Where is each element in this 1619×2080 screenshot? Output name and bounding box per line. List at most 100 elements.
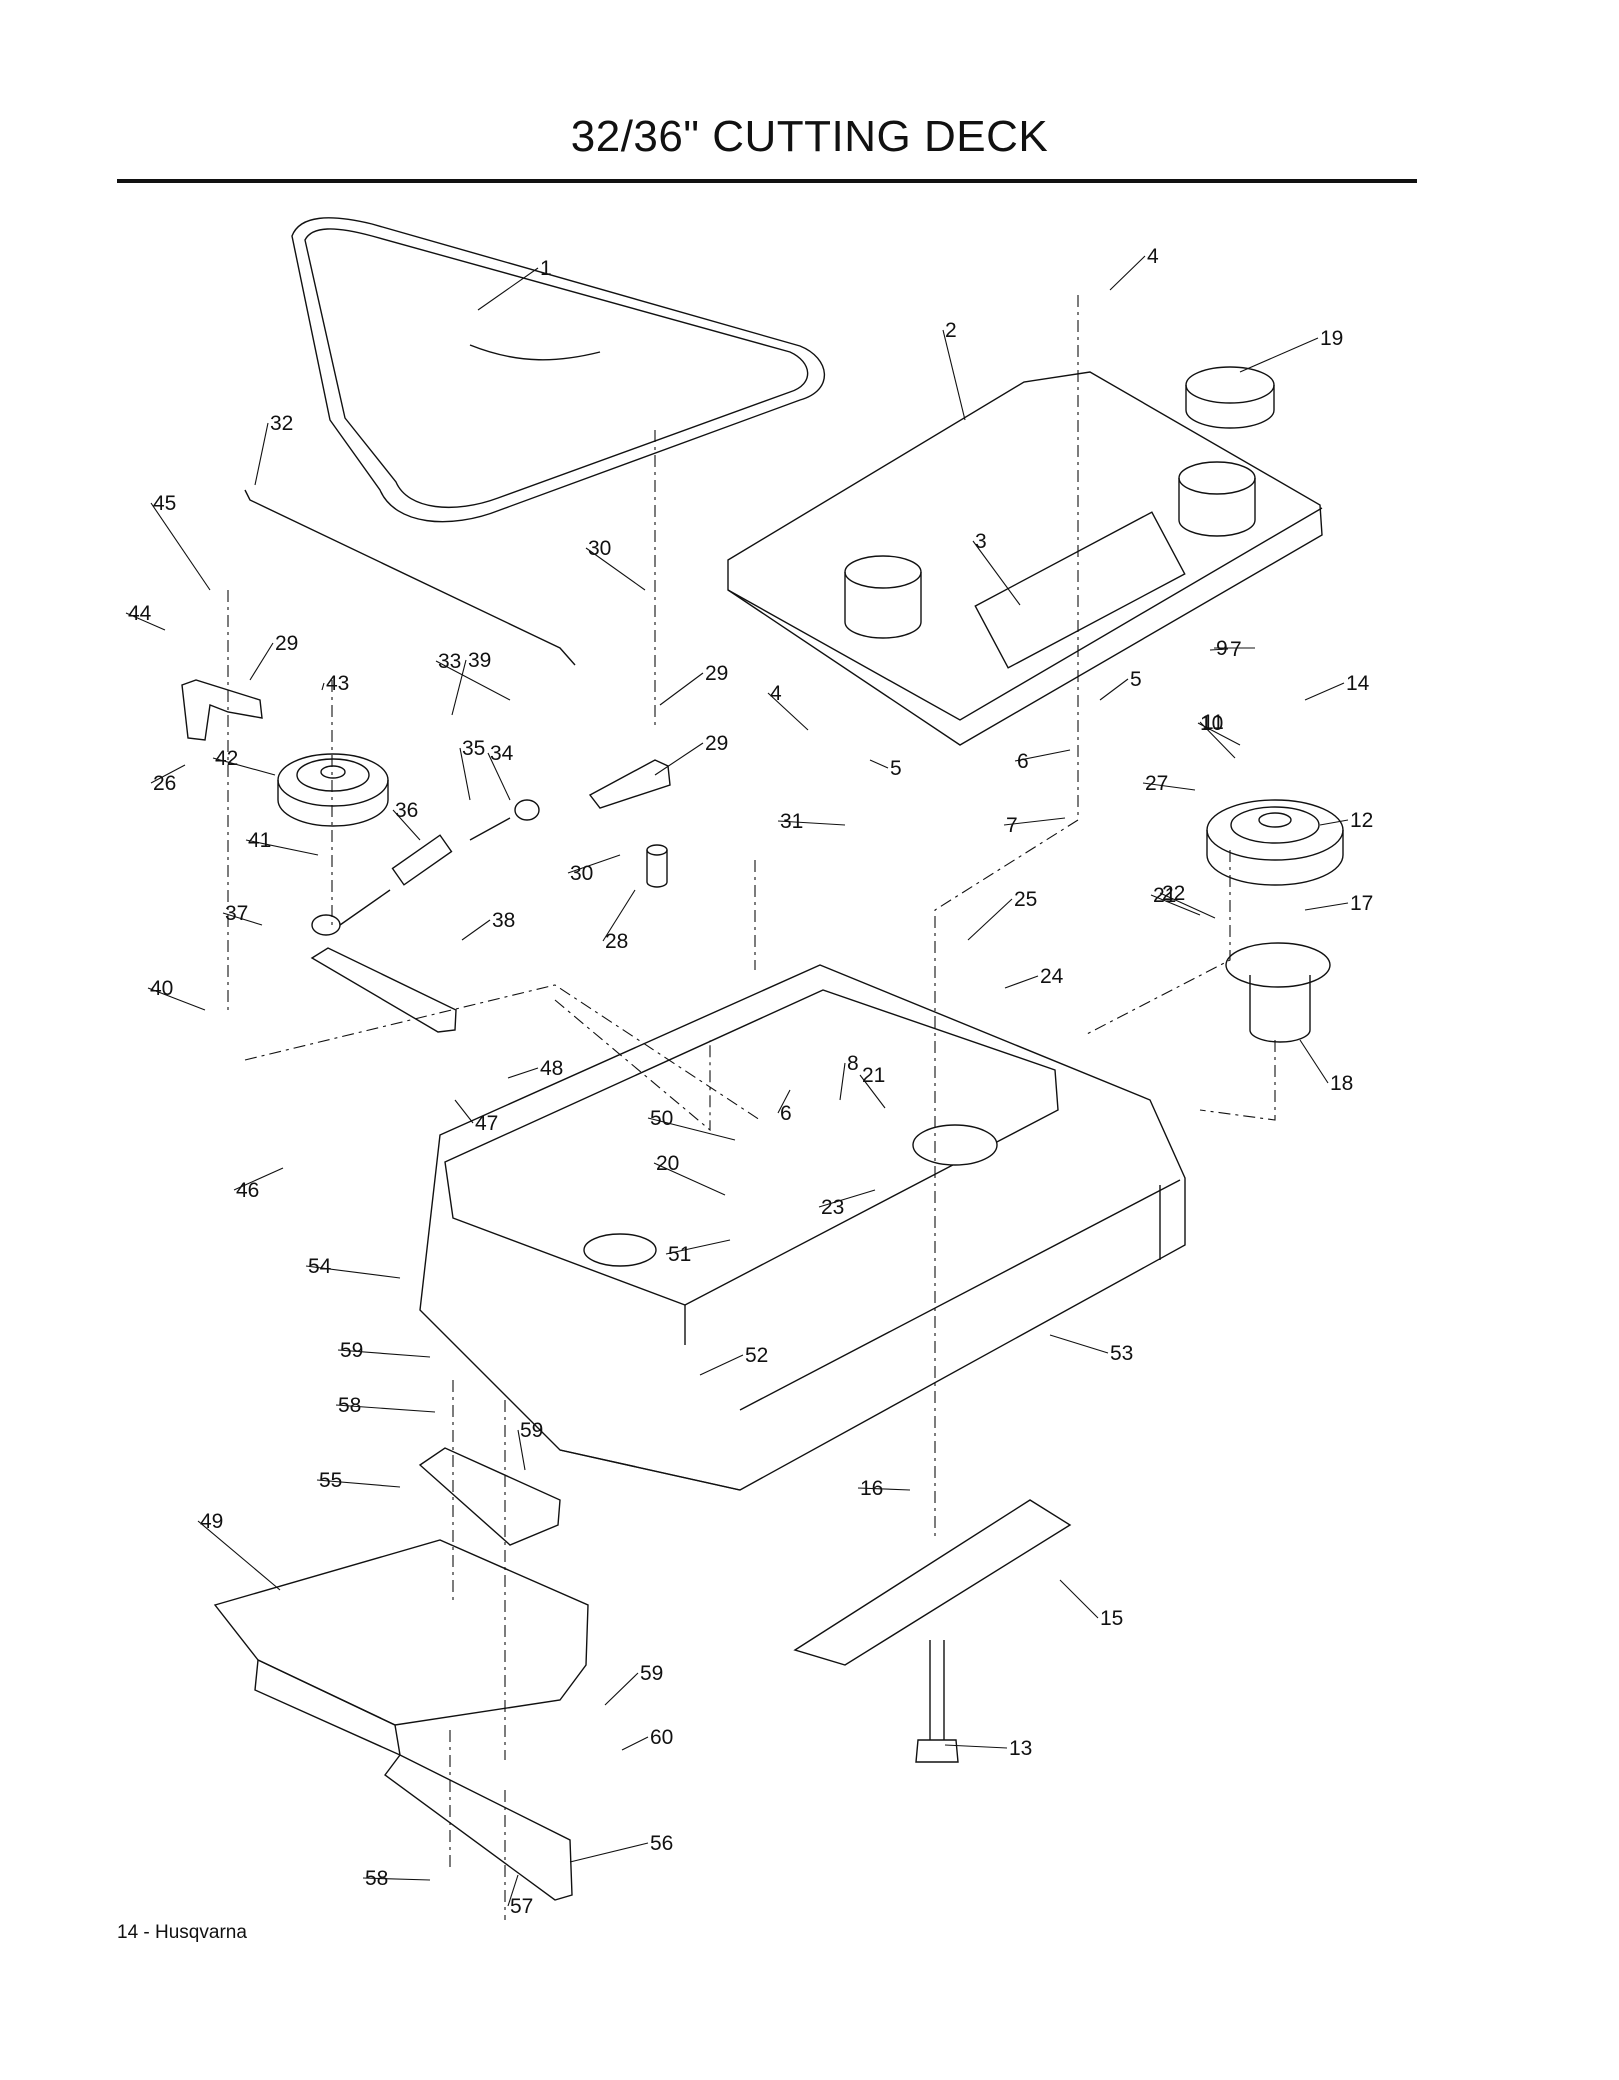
leader-20 <box>653 1162 726 1196</box>
callout-14: 14 <box>1346 672 1370 695</box>
callout-48: 48 <box>540 1057 563 1080</box>
leader-59 <box>517 1429 526 1471</box>
callout-5: 5 <box>890 757 902 780</box>
leader-3 <box>972 540 1021 606</box>
leader-17 <box>1304 902 1349 911</box>
mower-blade <box>793 1499 1072 1666</box>
callout-52: 52 <box>745 1344 768 1367</box>
title-rule <box>117 179 1417 183</box>
discharge-chute <box>213 1539 589 1757</box>
leader-21 <box>859 1074 886 1109</box>
leader-1 <box>477 267 539 311</box>
callout-4: 4 <box>770 682 782 705</box>
callout-50: 50 <box>650 1107 673 1130</box>
callout-33: 33 <box>438 650 461 673</box>
callout-49: 49 <box>200 1510 223 1533</box>
callout-46: 46 <box>236 1179 259 1202</box>
callout-55: 55 <box>319 1469 342 1492</box>
leader-5 <box>1099 678 1129 701</box>
callout-36: 36 <box>395 799 418 822</box>
leader-59 <box>604 1672 639 1706</box>
deck-rod <box>244 489 576 666</box>
callout-2: 2 <box>945 319 957 342</box>
leader-31 <box>777 820 846 826</box>
callout-37: 37 <box>225 902 248 925</box>
callout-39: 39 <box>468 649 491 672</box>
leader-27 <box>1142 782 1196 791</box>
leader-21 <box>1150 894 1201 916</box>
callout-59: 59 <box>520 1419 543 1442</box>
leader-51 <box>665 1239 731 1255</box>
callout-18: 18 <box>1330 1072 1353 1095</box>
callout-42: 42 <box>215 747 238 770</box>
leader-43 <box>321 682 325 691</box>
leader-29 <box>249 642 274 681</box>
leader-32 <box>254 422 269 486</box>
callout-28: 28 <box>605 930 628 953</box>
blade-bolt <box>915 1640 959 1763</box>
callout-6: 6 <box>1017 750 1029 773</box>
leader-18 <box>1299 1039 1329 1084</box>
leader-29 <box>654 742 704 776</box>
leader-13 <box>944 1744 1008 1749</box>
callout-60: 60 <box>650 1726 673 1749</box>
callout-25: 25 <box>1014 888 1037 911</box>
spacer <box>646 844 668 888</box>
callout-8: 8 <box>847 1052 859 1075</box>
leader-14 <box>1304 682 1345 701</box>
callout-38: 38 <box>492 909 515 932</box>
callout-7: 7 <box>1230 638 1242 661</box>
idler-arm <box>310 947 457 1033</box>
leader-49 <box>197 1520 281 1591</box>
leader-42 <box>212 757 276 776</box>
callout-47: 47 <box>475 1112 498 1135</box>
callout-57: 57 <box>510 1895 533 1918</box>
callout-3: 3 <box>975 530 987 553</box>
callout-53: 53 <box>1110 1342 1133 1365</box>
callout-23: 23 <box>821 1196 844 1219</box>
leader-28 <box>602 889 636 942</box>
callout-59: 59 <box>640 1662 663 1685</box>
leader-7 <box>1003 817 1066 826</box>
page-title: 32/36" CUTTING DECK <box>570 112 1049 161</box>
leader-50 <box>647 1117 736 1141</box>
leader-23 <box>818 1189 876 1208</box>
leader-40 <box>147 987 206 1011</box>
callout-4: 4 <box>1147 245 1159 268</box>
leader-60 <box>621 1736 649 1751</box>
leader-4 <box>1109 255 1146 291</box>
leader-12 <box>1319 819 1349 826</box>
leader-6 <box>777 1089 791 1114</box>
leader-38 <box>461 919 491 941</box>
callout-29: 29 <box>705 662 728 685</box>
arm-bracket <box>588 759 671 809</box>
leader-25 <box>967 898 1013 941</box>
callout-29: 29 <box>275 632 298 655</box>
leader-52 <box>699 1354 744 1376</box>
callout-17: 17 <box>1350 892 1373 915</box>
leader-5 <box>869 759 889 769</box>
leader-46 <box>233 1167 284 1191</box>
leader-44 <box>125 612 166 631</box>
callout-54: 54 <box>308 1255 332 1278</box>
leader-53 <box>1049 1334 1109 1354</box>
pulley-bracket <box>181 679 263 741</box>
callout-13: 13 <box>1009 1737 1032 1760</box>
callout-41: 41 <box>248 829 271 852</box>
leader-7 <box>1209 648 1229 651</box>
tension-rod-assembly <box>311 799 540 936</box>
leader-30 <box>567 854 621 874</box>
leader-19 <box>1239 337 1319 373</box>
leader-54 <box>305 1265 401 1279</box>
callout-21: 21 <box>862 1064 885 1087</box>
leader-56 <box>569 1842 649 1863</box>
leader-26 <box>150 764 186 784</box>
leader-45 <box>150 502 211 591</box>
leader-41 <box>245 839 319 856</box>
idler-pulley <box>277 753 389 827</box>
leader-8 <box>839 1062 846 1101</box>
page-footer: 14 - Husqvarna <box>117 1922 247 1943</box>
callout-51: 51 <box>668 1243 691 1266</box>
callout-1: 1 <box>540 257 552 280</box>
